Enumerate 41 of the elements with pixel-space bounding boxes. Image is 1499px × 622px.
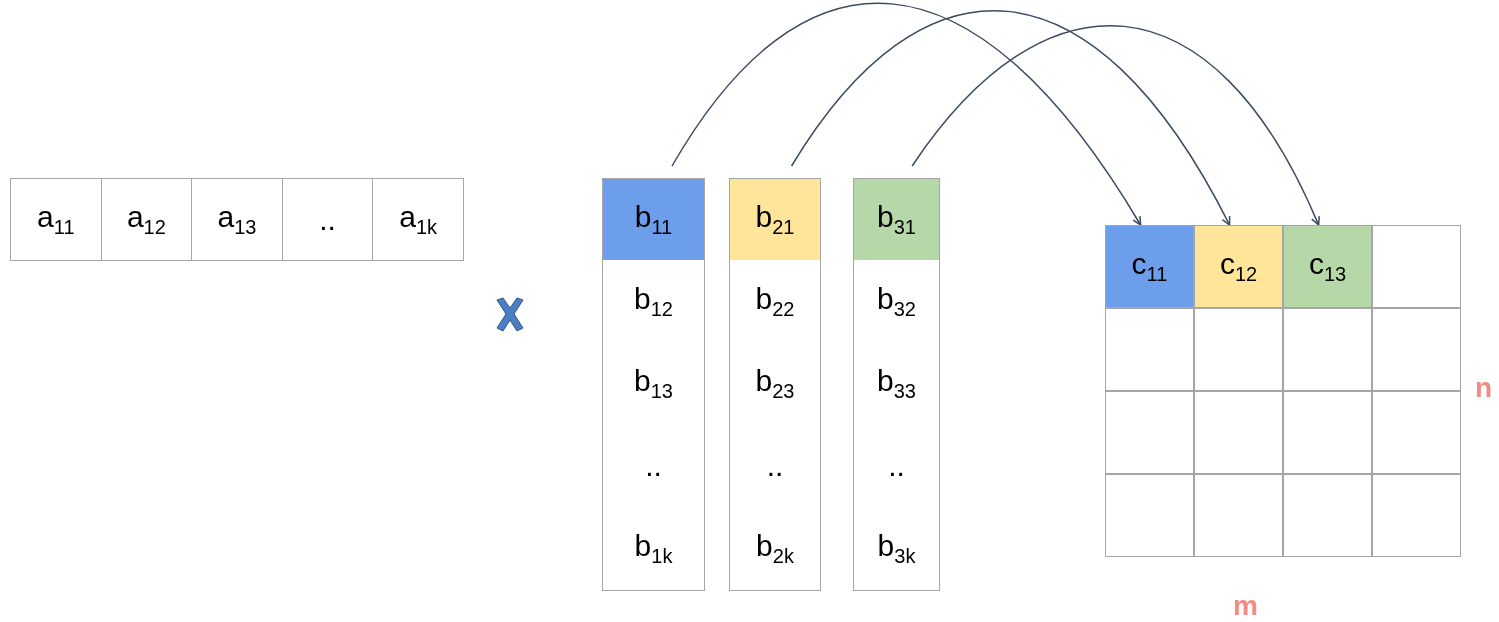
- matrix-cell: b$_{33}$: [853, 342, 940, 427]
- matrix-cell: b$_{11}$: [602, 178, 705, 262]
- matrix-cell: [1194, 308, 1283, 391]
- matrix-cell: [1372, 225, 1461, 308]
- curved-arrow: [671, 3, 1142, 226]
- matrix-cell: ..: [281, 178, 374, 261]
- matrix-cell: [1194, 474, 1283, 557]
- curved-arrow: [911, 25, 1320, 226]
- matrix-cell: c$_{12}$: [1194, 225, 1283, 308]
- matrix-cell: a$_{11}$: [10, 178, 102, 261]
- curved-arrow: [790, 10, 1231, 226]
- matrix-cell: [1105, 474, 1194, 557]
- matrix-cell: [1372, 474, 1461, 557]
- dimension-label: n: [1475, 372, 1493, 404]
- matrix-cell: b$_{12}$: [602, 260, 705, 344]
- matrix-cell: b$_{32}$: [853, 260, 940, 344]
- matrix-cell: b$_{23}$: [729, 342, 821, 427]
- matrix-cell: ..: [853, 425, 940, 509]
- matrix-cell: b$_{21}$: [729, 178, 821, 262]
- matrix-cell: ..: [729, 425, 821, 509]
- matrix-cell: b$_{2k}$: [729, 507, 821, 591]
- matrix-cell: a$_{12}$: [100, 178, 193, 261]
- matrix-cell: b$_{31}$: [853, 178, 940, 262]
- matrix-cell: a$_{1k}$: [372, 178, 464, 261]
- matrix-cell: [1372, 391, 1461, 474]
- matrix-cell: b$_{22}$: [729, 260, 821, 344]
- dimension-label: m: [1233, 590, 1258, 622]
- matrix-cell: [1283, 308, 1372, 391]
- matrix-cell: [1194, 391, 1283, 474]
- matrix-cell: [1105, 391, 1194, 474]
- matrix-cell: b$_{13}$: [602, 342, 705, 427]
- matrix-cell: a$_{13}$: [191, 178, 283, 261]
- matrix-cell: [1105, 308, 1194, 391]
- matrix-cell: b$_{1k}$: [602, 507, 705, 591]
- matrix-cell: [1283, 474, 1372, 557]
- matrix-cell: c$_{13}$: [1283, 225, 1372, 308]
- matrix-cell: ..: [602, 425, 705, 509]
- matrix-cell: c$_{11}$: [1105, 225, 1194, 308]
- matrix-cell: [1283, 391, 1372, 474]
- matrix-cell: b$_{3k}$: [853, 507, 940, 591]
- matrix-cell: [1372, 308, 1461, 391]
